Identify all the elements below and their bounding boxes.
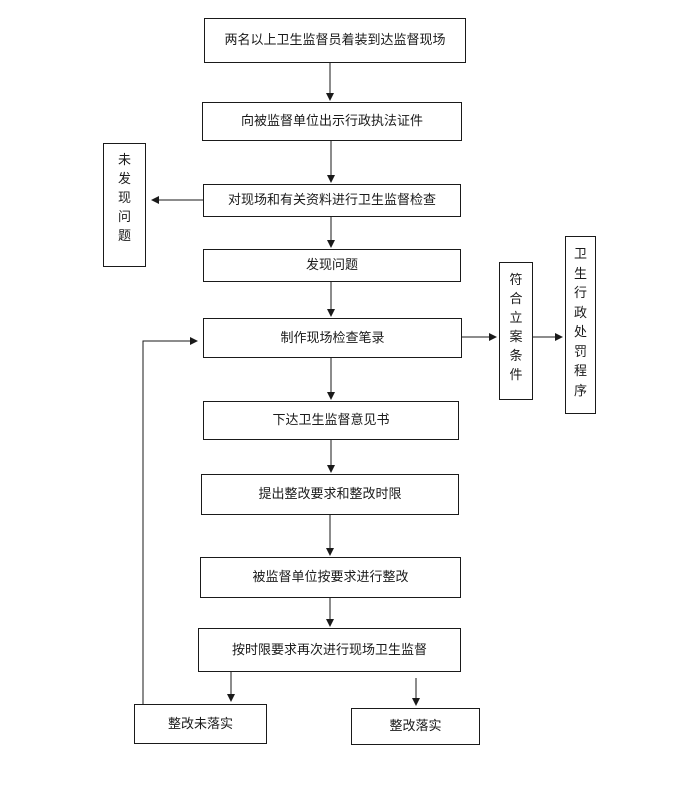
result-rectified: 整改落实: [351, 708, 480, 745]
step-rectification-req-label: 提出整改要求和整改时限: [258, 487, 402, 502]
side-penalty-procedure-label: 卫生行政处罚程序: [573, 247, 587, 399]
step-rectification-req: 提出整改要求和整改时限: [201, 474, 459, 515]
step-record: 制作现场检查笔录: [203, 318, 462, 358]
step-rectify: 被监督单位按要求进行整改: [200, 557, 461, 598]
side-no-problem: 未发现问题: [103, 143, 146, 267]
side-penalty-procedure: 卫生行政处罚程序: [565, 236, 596, 414]
step-reinspect-label: 按时限要求再次进行现场卫生监督: [231, 642, 427, 658]
step-opinion-label: 下达卫生监督意见书: [272, 413, 390, 428]
result-not-rectified: 整改未落实: [134, 704, 267, 744]
side-meets-criteria-label: 符合立案条件: [509, 273, 523, 383]
step-reinspect: 按时限要求再次进行现场卫生监督: [198, 628, 461, 672]
step-show-credentials-label: 向被监督单位出示行政执法证件: [240, 114, 423, 129]
step-rectify-label: 被监督单位按要求进行整改: [252, 570, 409, 585]
step-inspection: 对现场和有关资料进行卫生监督检查: [203, 184, 461, 217]
step-show-credentials: 向被监督单位出示行政执法证件: [202, 102, 462, 141]
side-meets-criteria: 符合立案条件: [499, 262, 533, 400]
step-inspection-label: 对现场和有关资料进行卫生监督检查: [227, 193, 436, 208]
result-not-rectified-label: 整改未落实: [167, 716, 233, 732]
step-opinion: 下达卫生监督意见书: [203, 401, 459, 440]
step-find-problem-label: 发现问题: [305, 258, 358, 273]
step-record-label: 制作现场检查笔录: [280, 330, 385, 346]
step-arrive-site: 两名以上卫生监督员着装到达监督现场: [204, 18, 466, 63]
step-arrive-site-label: 两名以上卫生监督员着装到达监督现场: [224, 33, 446, 48]
side-no-problem-label: 未发现问题: [117, 153, 131, 244]
arrow-s10-loop-s5: [142, 337, 198, 704]
step-find-problem: 发现问题: [203, 249, 461, 282]
result-rectified-label: 整改落实: [389, 719, 442, 734]
